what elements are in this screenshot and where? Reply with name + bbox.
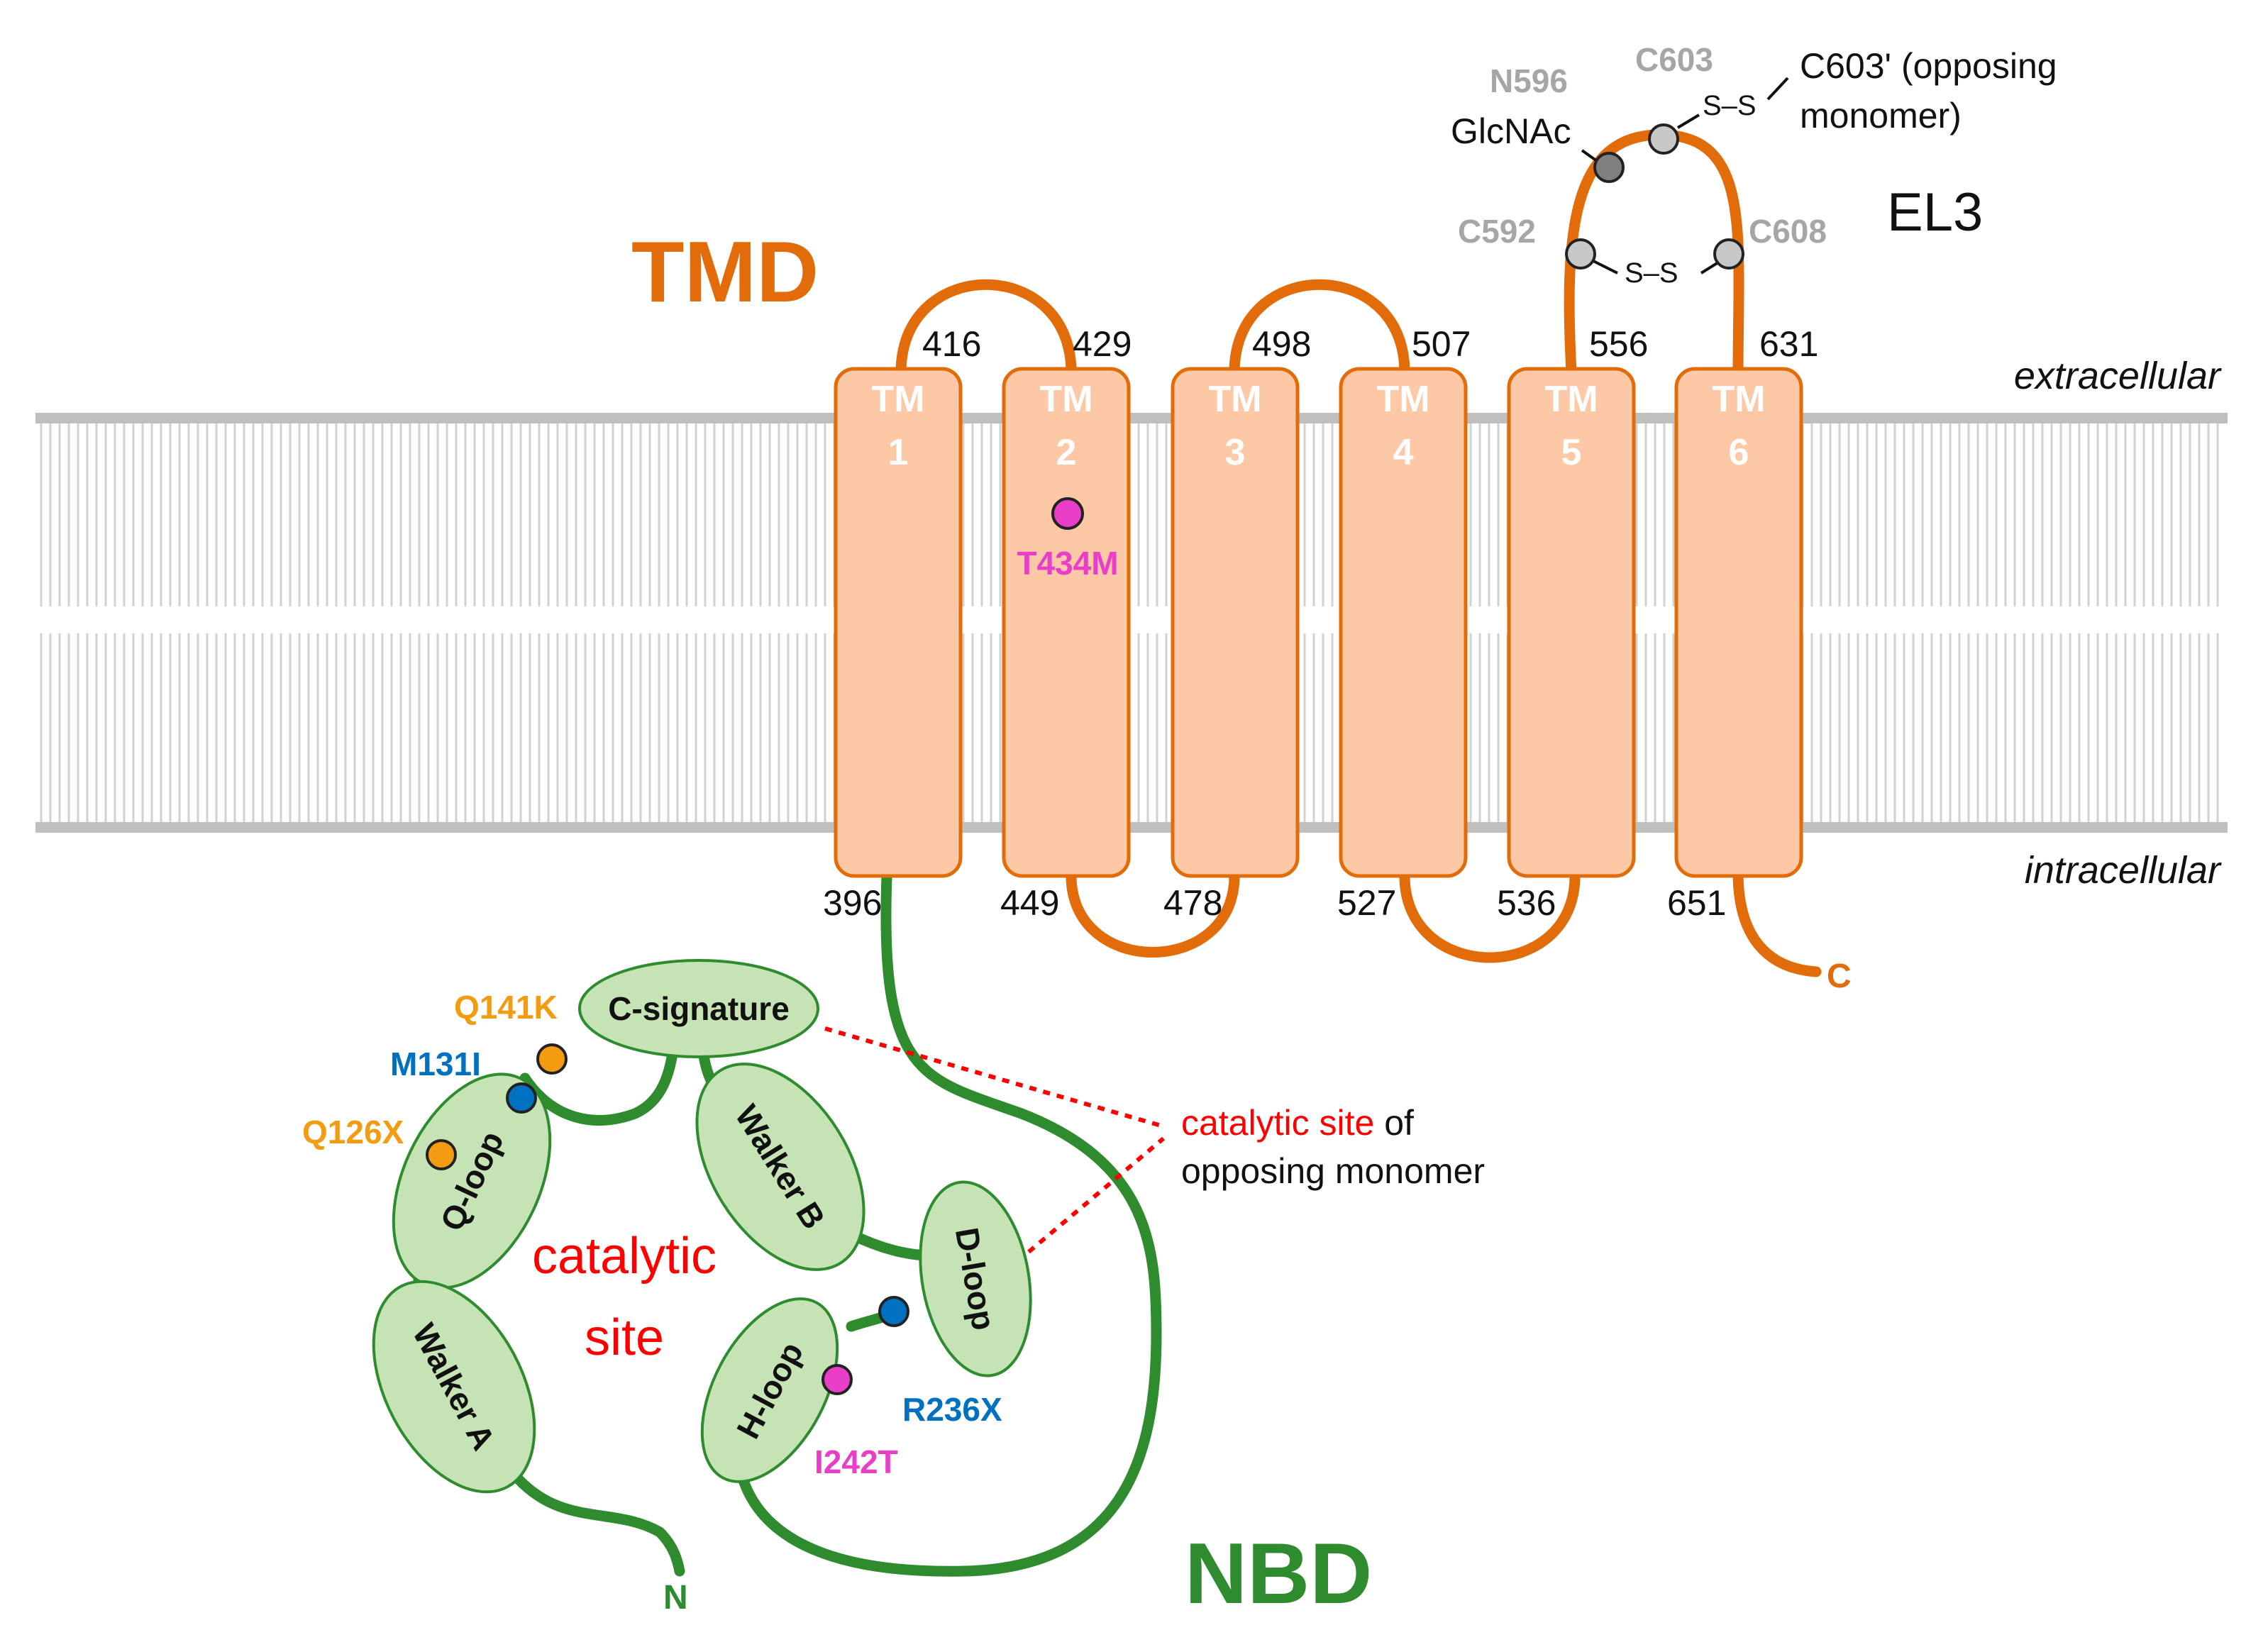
c603-prime-label-line2: monomer) (1800, 96, 1962, 135)
walker-b-domain: Walker B (695, 1063, 865, 1271)
c-signature-label: C-signature (608, 990, 790, 1027)
m131i-label: M131I (390, 1046, 481, 1082)
glcnac-n596-marker (1593, 152, 1625, 183)
residue-556: 556 (1589, 324, 1648, 364)
d-loop-domain: D-loop (919, 1180, 1032, 1377)
r236x-marker (878, 1296, 909, 1327)
c-signature-domain: C-signature (578, 959, 819, 1058)
extracellular-loop-1 (895, 279, 1077, 378)
tm-helix-2-label-top: TM (1039, 379, 1092, 420)
catalytic-site-label-line2: site (585, 1309, 664, 1366)
extracellular-loop-2 (1229, 279, 1410, 378)
callout-line-lower (1027, 1136, 1165, 1254)
residue-416: 416 (922, 324, 981, 364)
el3-modifications: N596 GlcNAc C603 S–S C603ʹ (opposing mon… (1451, 41, 2057, 289)
membrane-bottom-surface (35, 822, 2228, 833)
residue-651: 651 (1667, 883, 1726, 923)
c603-label: C603 (1635, 41, 1713, 78)
residue-396: 396 (823, 883, 882, 923)
nbd-domains: C-signature Q-loop Walker A Walker B D-l… (372, 959, 1032, 1494)
c-terminus-label: C (1827, 958, 1852, 995)
intracellular-loop-2 (1399, 867, 1581, 963)
residue-498: 498 (1252, 324, 1311, 364)
tm-helix-6: TM 6 (1674, 367, 1803, 878)
opposing-note-black: of (1374, 1103, 1414, 1143)
n-terminus-label: N (663, 1579, 688, 1616)
tm-helix-1-label-number: 1 (888, 432, 909, 473)
walkerb-dloop-link (846, 1229, 935, 1261)
h-loop-domain: H-loop (700, 1297, 839, 1483)
q141k-label: Q141K (454, 989, 558, 1026)
tm-helix-3: TM 3 (1171, 367, 1300, 878)
linker-to-tm1 (732, 870, 1162, 1577)
tm-helix-1: TM 1 (834, 367, 963, 878)
residue-478: 478 (1163, 883, 1222, 923)
c608-label: C608 (1749, 213, 1827, 250)
tm-helix-1-label-top: TM (871, 379, 924, 420)
tm-helix-3-label-top: TM (1208, 379, 1261, 420)
q141k-marker (536, 1043, 568, 1075)
tm-helix-4-label-top: TM (1376, 379, 1429, 420)
c608-marker (1713, 238, 1744, 270)
r236x-label: R236X (902, 1391, 1002, 1428)
residue-429: 429 (1073, 324, 1132, 364)
tmd-title: TMD (631, 223, 819, 320)
t434m-label: T434M (1017, 545, 1118, 582)
residue-449: 449 (1000, 883, 1059, 923)
opposing-note-line1: catalytic site of (1181, 1103, 1414, 1143)
ss-mid-label: S–S (1625, 257, 1678, 289)
tm-helix-5-label-top: TM (1544, 379, 1598, 420)
callout-line-upper (824, 1026, 1164, 1128)
tm-helices: TM 1 TM 2 TM 3 TM 4 TM 5 TM 6 (834, 367, 1803, 878)
residue-536: 536 (1497, 883, 1556, 923)
walkera-n-terminus (498, 1455, 685, 1577)
ss-top-tick-right (1766, 77, 1789, 101)
tm-helix-6-label-number: 6 (1729, 432, 1749, 473)
tm-helix-5: TM 5 (1507, 367, 1636, 878)
ss-top-tick-left (1676, 113, 1700, 129)
c603-marker (1648, 123, 1679, 155)
c603-prime-label-line1: C603ʹ (opposing (1800, 46, 2057, 86)
m131i-marker (506, 1082, 537, 1114)
residue-631: 631 (1759, 324, 1818, 364)
opposing-note-line2: opposing monomer (1181, 1151, 1485, 1191)
membrane (35, 413, 2228, 833)
glcnac-label: GlcNAc (1451, 111, 1571, 151)
tm-helix-2: TM 2 (1002, 367, 1131, 878)
i242t-marker (822, 1364, 853, 1395)
residue-527: 527 (1337, 883, 1396, 923)
c592-marker (1565, 238, 1596, 270)
tm-helix-3-label-number: 3 (1225, 432, 1246, 473)
tm-helix-2-label-number: 2 (1056, 432, 1077, 473)
tm-helix-4: TM 4 (1339, 367, 1468, 878)
qloop-csig-link (519, 1041, 680, 1126)
nbd-title: NBD (1185, 1525, 1372, 1621)
residue-507: 507 (1412, 324, 1471, 364)
walker-a-domain: Walker A (372, 1280, 536, 1494)
c592-label: C592 (1458, 213, 1536, 250)
opposing-note-red: catalytic site (1181, 1103, 1374, 1143)
ss-top-label: S–S (1703, 90, 1757, 121)
tm-helix-4-label-number: 4 (1393, 432, 1414, 473)
i242t-label: I242T (814, 1443, 898, 1480)
tm-helix-6-label-top: TM (1712, 379, 1765, 420)
opposing-monomer-callout: catalytic site of opposing monomer (824, 1026, 1485, 1254)
extracellular-label: extracellular (2014, 355, 2222, 397)
residue-numbers: 416 429 498 507 556 631 396 449 478 527 … (823, 324, 1818, 923)
q126x-label: Q126X (302, 1114, 404, 1150)
n596-label: N596 (1490, 62, 1568, 99)
tm-helix-5-label-number: 5 (1561, 432, 1582, 473)
el3-title: EL3 (1887, 182, 1983, 243)
intracellular-label: intracellular (2025, 849, 2222, 892)
intracellular-loop-1 (1066, 867, 1240, 958)
catalytic-site-label-line1: catalytic (532, 1228, 717, 1285)
c-terminal-tail (1732, 867, 1822, 977)
t434m-marker (1051, 497, 1084, 530)
membrane-top-surface (35, 413, 2228, 423)
q126x-marker (426, 1139, 457, 1170)
nbd-mutations: Q141K M131I Q126X R236X I242T (302, 989, 1002, 1480)
